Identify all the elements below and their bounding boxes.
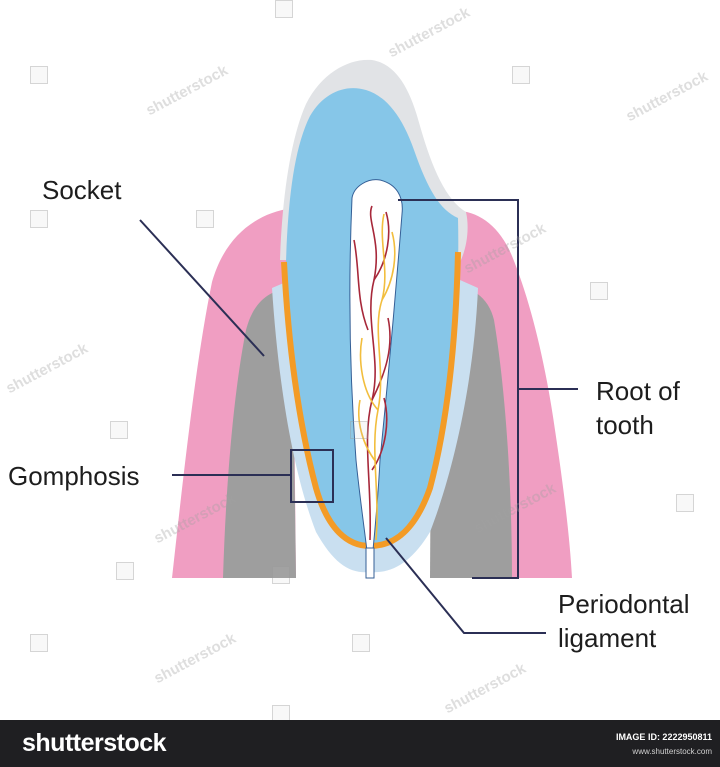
apical-foramen [365, 547, 375, 579]
perio-label-line-2: ligament [558, 623, 657, 653]
perio-label-line-1: Periodontal [558, 589, 690, 619]
image-id-text: IMAGE ID: 2222950811 [615, 732, 712, 742]
socket-leader [139, 219, 265, 357]
gomphosis-label: Gomphosis [8, 459, 140, 493]
stock-footer-bar: shutterstock IMAGE ID: 2222950811 www.sh… [0, 720, 720, 767]
socket-label-text: Socket [42, 175, 122, 205]
blood-vessels [353, 205, 396, 541]
pulp-canal [349, 179, 403, 561]
socket-label: Socket [42, 173, 122, 207]
alveolar-bone [223, 288, 296, 578]
gomphosis-label-text: Gomphosis [8, 461, 140, 491]
root-label-line-1: Root of [596, 376, 680, 406]
periodontal-leader [385, 537, 546, 634]
site-url-text: www.shutterstock.com [632, 747, 712, 756]
periodontal-ligament-label: Periodontal ligament [558, 587, 690, 655]
shutterstock-logo: shutterstock [22, 729, 167, 757]
root-label-line-2: tooth [596, 410, 654, 440]
root-of-tooth-label: Root of tooth [596, 374, 680, 442]
tooth-diagram [139, 59, 578, 634]
gomphosis-box [290, 449, 334, 503]
